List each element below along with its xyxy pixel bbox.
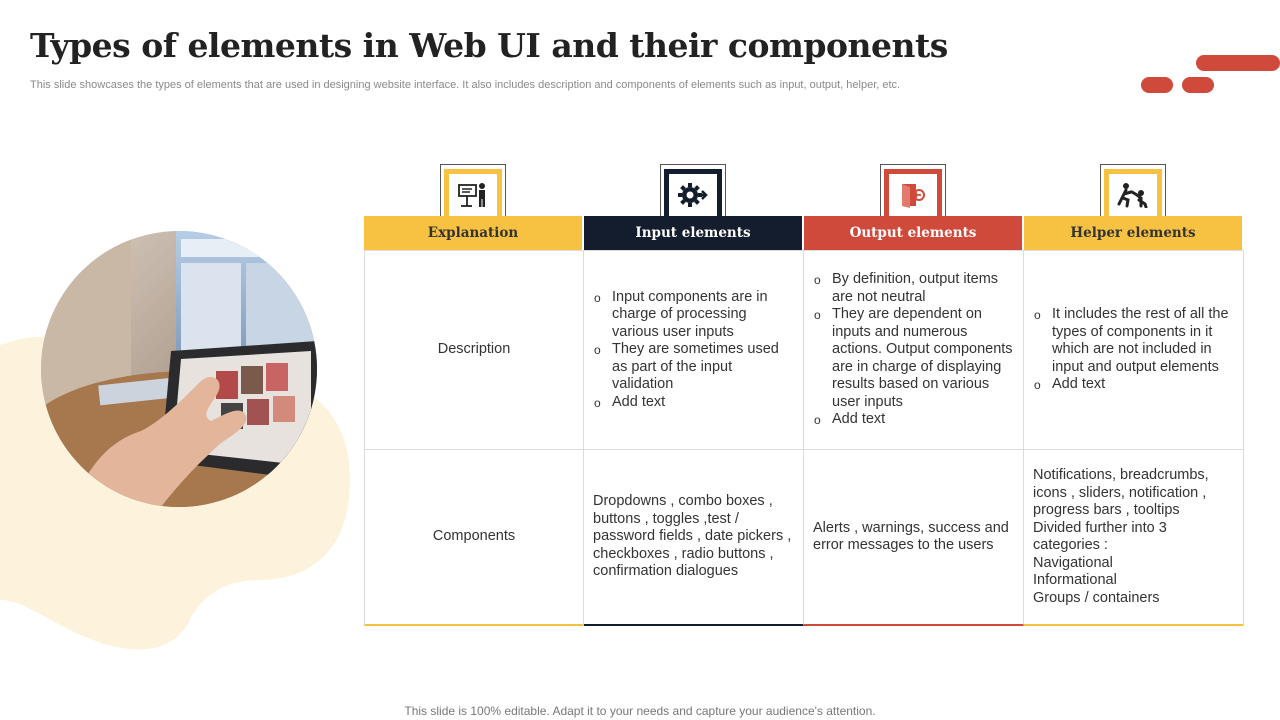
output-components-cell: Alerts , warnings, success and error mes…	[804, 450, 1024, 626]
decor-pill	[1141, 77, 1173, 93]
table-row-components: Components Dropdowns , combo boxes , but…	[364, 450, 1244, 626]
page-title: Types of elements in Web UI and their co…	[30, 26, 948, 65]
components-text: Notifications, breadcrumbs, icons , slid…	[1033, 467, 1209, 606]
decor-pill	[1196, 55, 1280, 71]
explanation-icon-box	[440, 164, 506, 216]
row-label-components: Components	[364, 450, 584, 626]
table-row-description: Description Input components are in char…	[364, 250, 1244, 450]
components-text: Dropdowns , combo boxes , buttons , togg…	[593, 493, 792, 580]
helper-components-cell: Notifications, breadcrumbs, icons , slid…	[1024, 450, 1244, 626]
bullet-item: Add text	[814, 411, 1015, 429]
row-label-description: Description	[364, 250, 584, 450]
header-helper-elements: Helper elements	[1024, 216, 1242, 250]
bullet-item: They are sometimes used as part of the i…	[594, 341, 795, 394]
header-output-elements: Output elements	[804, 216, 1022, 250]
bullet-item: It includes the rest of all the types of…	[1034, 306, 1235, 376]
bullet-item: Add text	[594, 394, 795, 412]
page-subtitle: This slide showcases the types of elemen…	[30, 79, 901, 91]
elements-table: Explanation Input elements Output elemen…	[364, 164, 1244, 626]
footer-note: This slide is 100% editable. Adapt it to…	[404, 704, 876, 718]
helper-icon-box	[1100, 164, 1166, 216]
gear-input-icon	[664, 169, 722, 216]
input-components-cell: Dropdowns , combo boxes , buttons , togg…	[584, 450, 804, 626]
bullet-item: Input components are in charge of proces…	[594, 289, 795, 342]
helping-hand-icon	[1104, 169, 1162, 216]
header-explanation: Explanation	[364, 216, 582, 250]
bullet-item: By definition, output items are not neut…	[814, 271, 1015, 306]
input-icon-box	[660, 164, 726, 216]
header-input-elements: Input elements	[584, 216, 802, 250]
exit-door-icon	[884, 169, 942, 216]
output-description-cell: By definition, output items are not neut…	[804, 250, 1024, 450]
input-description-cell: Input components are in charge of proces…	[584, 250, 804, 450]
output-icon-box	[880, 164, 946, 216]
tablet-photo	[41, 231, 317, 507]
bullet-item: They are dependent on inputs and numerou…	[814, 306, 1015, 411]
decor-pill	[1182, 77, 1214, 93]
presenter-board-icon	[444, 169, 502, 216]
table-header: Explanation Input elements Output elemen…	[364, 216, 1244, 250]
helper-description-cell: It includes the rest of all the types of…	[1024, 250, 1244, 450]
components-text: Alerts , warnings, success and error mes…	[813, 519, 1009, 554]
bullet-item: Add text	[1034, 376, 1235, 394]
